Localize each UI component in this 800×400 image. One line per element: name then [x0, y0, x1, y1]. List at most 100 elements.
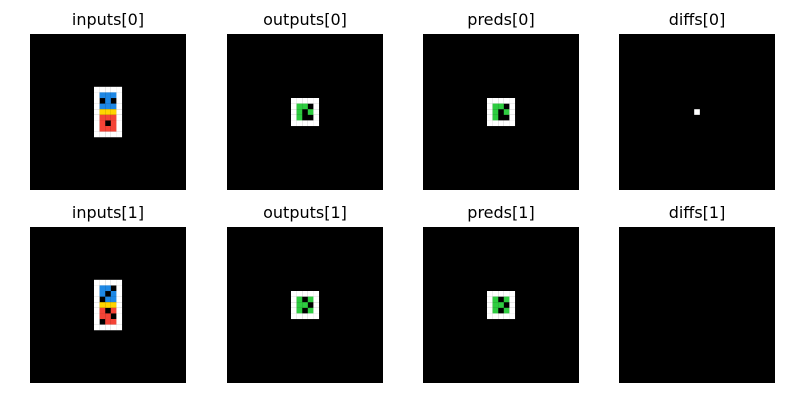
grid-cell	[307, 313, 314, 320]
grid-cell	[296, 302, 303, 308]
grid-cell	[296, 103, 303, 110]
grid-cell	[116, 319, 123, 325]
grid-cell	[302, 313, 308, 320]
grid-cell	[105, 126, 111, 132]
grid-cell	[105, 109, 111, 115]
grid-cell	[498, 291, 504, 297]
grid-cell	[99, 291, 106, 297]
grid-cell	[94, 126, 100, 132]
grid-cell	[99, 126, 106, 132]
grid-cell	[116, 324, 123, 331]
grid-cell	[94, 302, 100, 308]
grid-cell	[94, 114, 100, 121]
grid-cell	[94, 86, 100, 93]
panel-title-inputs-1: inputs[1]	[71, 203, 145, 222]
grid-cell	[503, 109, 510, 115]
grid-panel-preds-0	[423, 34, 579, 190]
grid-cell	[99, 302, 106, 308]
grid-cell	[116, 307, 123, 314]
panel-title-inputs-0: inputs[0]	[71, 10, 145, 29]
grid-cell	[110, 307, 117, 314]
grid-cell	[492, 98, 499, 104]
grid-cell	[94, 319, 100, 325]
grid-cell	[302, 98, 308, 104]
grid-cell	[116, 313, 123, 320]
grid-cell	[105, 302, 111, 308]
grid-cell	[302, 291, 308, 297]
grid-panel-preds-1	[423, 227, 579, 383]
grid-cell	[509, 109, 516, 115]
grid-cell	[110, 126, 117, 132]
grid-cell	[313, 114, 320, 121]
grid-cell	[296, 296, 303, 303]
grid-panel-inputs-0	[30, 34, 186, 190]
grid-cell	[110, 103, 117, 110]
grid-cell	[498, 103, 504, 110]
grid-cell	[94, 279, 100, 286]
grid-cell	[99, 103, 106, 110]
grid-cell	[492, 296, 499, 303]
grid-panel-diffs-0	[619, 34, 775, 190]
grid-cell	[296, 109, 303, 115]
grid-cell	[503, 307, 510, 314]
grid-cell	[99, 131, 106, 138]
grid-cell	[492, 120, 499, 127]
grid-cell	[291, 302, 297, 308]
panel-title-outputs-1: outputs[1]	[263, 203, 347, 222]
grid-cell	[487, 120, 493, 127]
grid-cell	[116, 285, 123, 292]
grid-cell	[94, 92, 100, 99]
grid-cell	[509, 98, 516, 104]
grid-cell	[105, 285, 111, 292]
grid-panel-diffs-1	[619, 227, 775, 383]
grid-cell	[94, 120, 100, 127]
grid-cell	[116, 302, 123, 308]
grid-cell	[116, 291, 123, 297]
grid-cell	[94, 296, 100, 303]
grid-cell	[492, 302, 499, 308]
grid-cell	[487, 109, 493, 115]
grid-cell	[110, 92, 117, 99]
grid-cell	[116, 98, 123, 104]
grid-cell	[313, 302, 320, 308]
grid-panel-outputs-0	[227, 34, 383, 190]
grid-cell	[313, 313, 320, 320]
grid-cell	[116, 279, 123, 286]
grid-cell	[110, 279, 117, 286]
grid-cell	[94, 285, 100, 292]
grid-cell	[105, 313, 111, 320]
grid-cell	[509, 103, 516, 110]
grid-cell	[492, 307, 499, 314]
grid-cell	[313, 120, 320, 127]
grid-cell	[498, 120, 504, 127]
grid-cell	[503, 313, 510, 320]
grid-cell	[116, 131, 123, 138]
grid-cell	[94, 109, 100, 115]
grid-cell	[99, 114, 106, 121]
grid-cell	[110, 319, 117, 325]
grid-cell	[492, 291, 499, 297]
grid-cell	[110, 131, 117, 138]
grid-cell	[503, 98, 510, 104]
grid-cell	[291, 109, 297, 115]
grid-cell	[307, 296, 314, 303]
grid-cell	[307, 291, 314, 297]
grid-cell	[487, 296, 493, 303]
grid-cell	[105, 319, 111, 325]
grid-cell	[307, 120, 314, 127]
grid-cell	[116, 86, 123, 93]
grid-cell	[498, 302, 504, 308]
grid-cell	[509, 307, 516, 314]
grid-cell	[487, 307, 493, 314]
grid-cell	[99, 324, 106, 331]
grid-cell	[110, 120, 117, 127]
grid-cell	[116, 92, 123, 99]
grid-cell	[492, 109, 499, 115]
panel-title-diffs-0: diffs[0]	[668, 10, 726, 29]
grid-cell	[291, 103, 297, 110]
grid-cell	[105, 324, 111, 331]
grid-cell	[116, 103, 123, 110]
grid-cell	[291, 120, 297, 127]
grid-cell	[94, 291, 100, 297]
grid-cell	[110, 302, 117, 308]
